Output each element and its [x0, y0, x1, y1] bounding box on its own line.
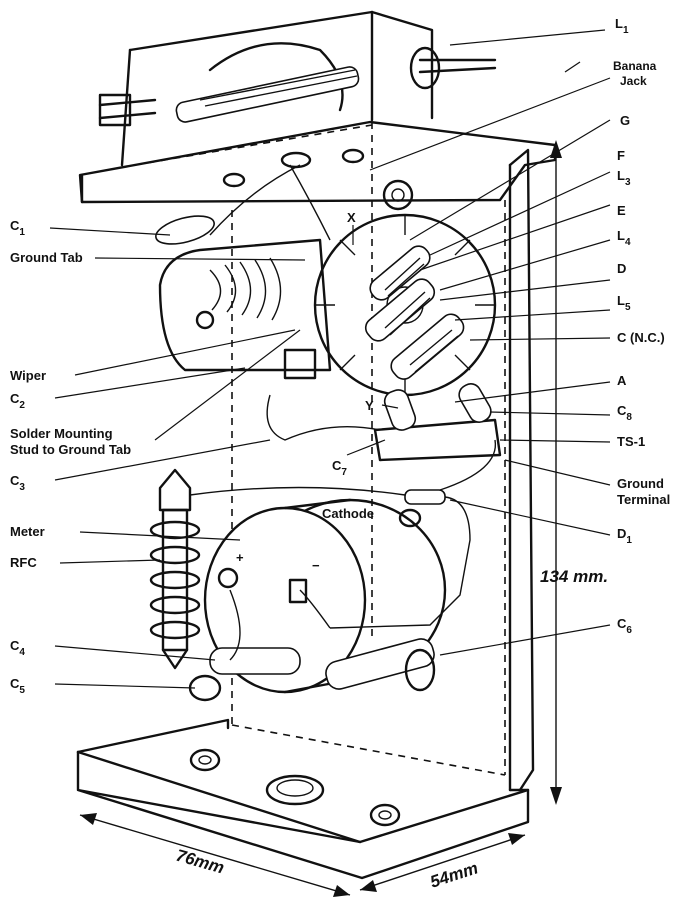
- label-c2: C2: [10, 391, 25, 411]
- rfc: [149, 468, 201, 670]
- label-c4: C4: [10, 638, 25, 658]
- label-y: Y: [365, 398, 374, 413]
- label-cathode: Cathode: [322, 506, 374, 521]
- meter: [203, 498, 447, 694]
- label-ground-terminal-1: Ground: [617, 476, 664, 491]
- label-c3: C3: [10, 473, 25, 493]
- label-d1: D1: [617, 526, 632, 546]
- label-e: E: [617, 203, 626, 218]
- label-l4: L4: [617, 228, 631, 248]
- label-c-nc: C (N.C.): [617, 330, 665, 345]
- label-meter: Meter: [10, 524, 45, 539]
- label-ground-terminal-2: Terminal: [617, 492, 670, 507]
- label-l3: L3: [617, 168, 631, 188]
- label-ts1: TS-1: [617, 434, 645, 449]
- capacitors-lower: [188, 638, 436, 702]
- label-plus: +: [236, 550, 244, 565]
- label-d: D: [617, 261, 626, 276]
- coil-l1: [98, 42, 497, 127]
- label-f: F: [617, 148, 625, 163]
- dimension-height: 134 mm.: [540, 567, 608, 586]
- leader-lines: [49, 29, 611, 689]
- label-minus: −: [312, 558, 320, 573]
- label-banana-jack-1: Banana: [613, 59, 657, 73]
- chassis: [76, 10, 557, 880]
- wafer-switch: [313, 179, 497, 397]
- dimension-arrows: [79, 140, 562, 897]
- label-x: X: [347, 210, 356, 225]
- labels-interior: X Y C7 Cathode + −: [236, 210, 374, 573]
- label-g: G: [620, 113, 630, 128]
- wiring: [189, 164, 497, 661]
- label-solder-mounting-2: Stud to Ground Tab: [10, 442, 131, 457]
- label-c1: C1: [10, 218, 25, 238]
- labels-right: L1 Banana Jack G F L3 E L4 D L5 C (N.C.)…: [613, 16, 670, 636]
- label-solder-mounting-1: Solder Mounting: [10, 426, 113, 441]
- label-rfc: RFC: [10, 555, 37, 570]
- labels-left: C1 Ground Tab Wiper C2 Solder Mounting S…: [10, 218, 131, 696]
- label-c6: C6: [617, 616, 632, 636]
- label-ground-tab: Ground Tab: [10, 250, 83, 265]
- label-l5: L5: [617, 293, 631, 313]
- label-c8: C8: [617, 403, 632, 423]
- label-c5: C5: [10, 676, 25, 696]
- label-c7: C7: [332, 458, 347, 478]
- terminal-strip: [373, 383, 502, 528]
- label-l1: L1: [615, 16, 629, 36]
- label-a: A: [617, 373, 627, 388]
- dimension-depth: 54mm: [428, 858, 481, 891]
- label-banana-jack-2: Jack: [620, 74, 647, 88]
- label-wiper: Wiper: [10, 368, 46, 383]
- variable-capacitor: [155, 215, 332, 380]
